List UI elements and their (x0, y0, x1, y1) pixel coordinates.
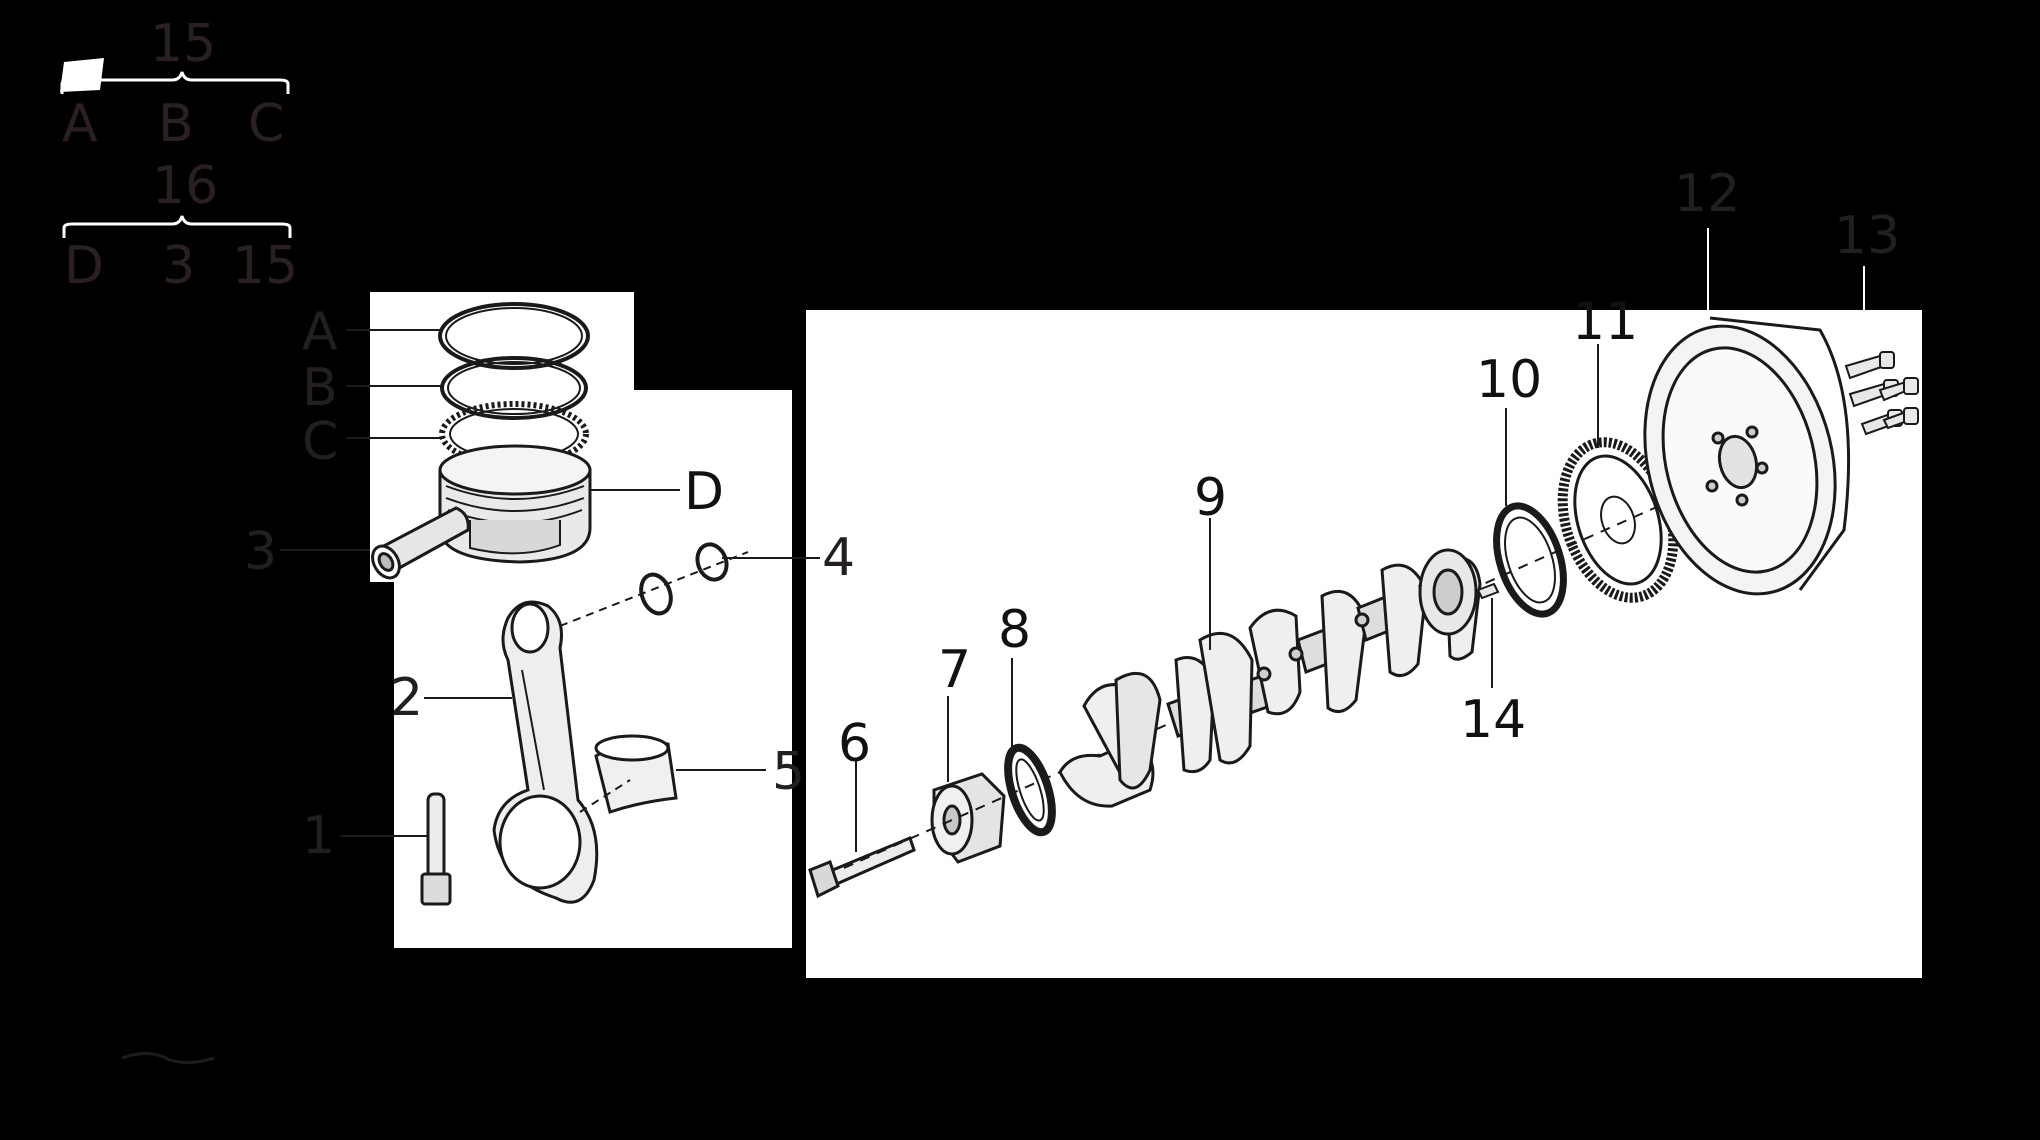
circlip-axis (559, 551, 749, 627)
pulley-hub-part (930, 772, 1006, 864)
callout-circlip: 4 (822, 528, 856, 588)
kit-16-title: 16 (152, 156, 219, 216)
callout-piston: D (684, 462, 725, 522)
ring-b-part (440, 356, 588, 420)
pulley-bolt-part (808, 835, 916, 899)
callout-front-oil-seal: 8 (998, 600, 1032, 660)
piston-pin-part (371, 506, 470, 580)
leader-lines (280, 329, 1599, 852)
callout-rod-bolt: 1 (302, 806, 336, 866)
callout-pulley-hub: 7 (938, 640, 972, 700)
flywheel-part (1643, 316, 1851, 596)
leader-lines-on-black (1707, 228, 1865, 356)
callout-flywheel-bolts: 13 (1834, 206, 1901, 266)
callout-ring-a: A (302, 302, 338, 362)
callout-rear-oil-seal: 10 (1476, 350, 1543, 410)
callout-connecting-rod: 2 (390, 668, 424, 728)
dowel-pin-part (1476, 582, 1500, 600)
callout-dowel-pin: 14 (1460, 690, 1527, 750)
note-flag-icon (60, 58, 104, 92)
crankshaft-part (1058, 548, 1482, 808)
callout-bearing-shell: 5 (772, 742, 806, 802)
kit-16-member-15: 15 (232, 236, 299, 296)
kit-15-member-a: A (62, 94, 98, 154)
callout-ring-c: C (302, 412, 339, 472)
kit-15-member-c: C (248, 94, 285, 154)
front-oil-seal-part (1004, 743, 1056, 837)
flywheel-bolts-part (1844, 351, 1919, 436)
callout-reluctor-ring: 11 (1572, 292, 1639, 352)
bearing-axis (579, 779, 631, 813)
kit-16-member-d: D (64, 236, 105, 296)
rear-oil-seal-part (1493, 502, 1567, 618)
callout-pulley-bolt: 6 (838, 714, 872, 774)
connecting-rod-part (492, 600, 599, 904)
callout-crankshaft: 9 (1194, 468, 1228, 528)
kit-16-brace (62, 215, 292, 238)
callout-flywheel: 12 (1674, 164, 1741, 224)
circlip-parts (639, 542, 729, 616)
callout-piston-pin: 3 (244, 522, 278, 582)
piston-part (438, 444, 592, 564)
callout-ring-b: B (302, 358, 338, 418)
rod-bolt-part (420, 792, 452, 906)
kit-16-member-3: 3 (162, 236, 196, 296)
kit-15-member-b: B (158, 94, 194, 154)
kit-15-title: 15 (150, 14, 217, 74)
signature-mark (121, 1052, 215, 1065)
bearing-shell-part (594, 734, 678, 814)
ring-a-part (438, 302, 590, 370)
